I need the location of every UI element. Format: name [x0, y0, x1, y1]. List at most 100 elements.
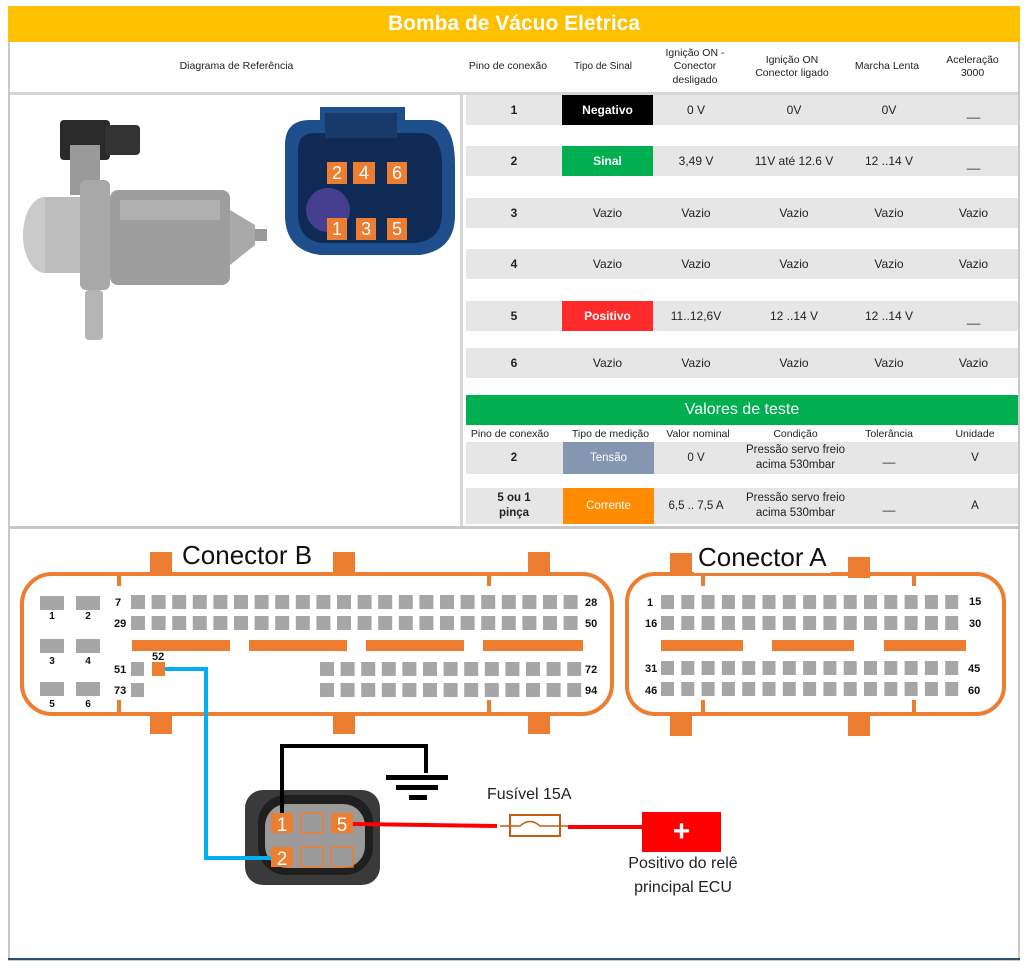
test-cell-pin: 2: [510, 451, 518, 464]
tv-header-pin: Pino de conexão: [470, 427, 550, 440]
connector-b-housing: [20, 572, 614, 716]
connector-b-pin: [464, 662, 479, 676]
connector-a-pin: [803, 616, 817, 630]
connector-a-pin: [924, 661, 938, 675]
test-cell-tolerance: __: [882, 451, 896, 464]
connector-a-tab: [848, 557, 870, 578]
connector-b-pin-52-highlight: [152, 662, 165, 676]
pinout-cell-accel: __: [966, 156, 981, 170]
connector-a-pin: [823, 616, 837, 630]
connector-a-pin: [823, 661, 837, 675]
connector-b-pin: [398, 616, 413, 630]
signal-wire: [165, 667, 272, 860]
connector-b-pin: [484, 683, 499, 697]
connector-b-pin-number: 2: [85, 611, 91, 622]
pinout-cell-pin: 1: [510, 103, 518, 117]
connector-a-pin: [721, 616, 735, 630]
bottom-border: [8, 958, 1020, 960]
connector-b-pin: [213, 616, 228, 630]
connector-a-pin: [945, 616, 959, 630]
pinout-cell-idle: 12 ..14 V: [864, 309, 914, 323]
connector-b-pin: [40, 639, 64, 653]
connector-b-pin: [402, 683, 417, 697]
connector-b-pin: [275, 616, 290, 630]
connector-b-pin-number: 5: [49, 699, 55, 710]
pump-pin-2: [271, 847, 293, 867]
connector-a-row-label: 31: [645, 663, 657, 675]
tv-header-nominal: Valor nominal: [666, 427, 730, 440]
connector-b-pin: [546, 662, 561, 676]
pinout-cell-ign-on: Vazio: [779, 356, 809, 370]
connector-a-pin: [742, 616, 756, 630]
connector-b-tab: [333, 714, 355, 734]
connector-a-pin: [721, 682, 735, 696]
connector-pin-label: 1: [327, 218, 347, 240]
connector-a-tab: [670, 553, 692, 574]
connector-a-pin: [924, 595, 938, 609]
pinout-cell-idle: 0V: [881, 103, 897, 117]
connector-a-pin: [803, 595, 817, 609]
connector-b-pin: [361, 683, 376, 697]
connector-b-pin: [484, 662, 499, 676]
connector-b-pin: [443, 662, 458, 676]
connector-a-pin: [782, 595, 796, 609]
pinout-cell-idle: 12 ..14 V: [864, 154, 914, 168]
connector-a-row-label: 45: [968, 663, 980, 675]
pump-pin-empty: [300, 846, 324, 868]
connector-b-tab: [150, 552, 172, 574]
section-divider: [8, 526, 1020, 529]
connector-a-pin: [782, 661, 796, 675]
connector-b-divider-bar: [366, 640, 464, 651]
connector-b-pin: [337, 595, 351, 609]
connector-a-pin: [864, 595, 877, 609]
pinout-cell-pin: 6: [510, 356, 518, 370]
connector-b-label: Conector B: [178, 540, 317, 571]
connector-a-pin: [843, 682, 857, 696]
connector-b-pin: [481, 616, 496, 630]
connector-b-pin: [501, 616, 516, 630]
connector-b-pin: [543, 595, 557, 609]
connector-b-pin: [440, 595, 454, 609]
connector-b-pin: [526, 662, 540, 676]
connector-a-pin: [721, 595, 735, 609]
pinout-cell-ign-off: 3,49 V: [678, 154, 714, 168]
connector-b-row-label: 51: [114, 664, 126, 676]
connector-b-pin: [151, 595, 166, 609]
connector-a-row-label: 16: [645, 618, 657, 630]
power-source-plus-icon: +: [642, 812, 721, 852]
connector-b-key: [487, 700, 491, 712]
connector-a-pin: [782, 682, 796, 696]
connector-a-pin: [904, 595, 918, 609]
connector-b-pin: [423, 683, 437, 697]
pinout-cell-accel: __: [966, 311, 981, 325]
connector-b-pin-number: 3: [49, 656, 55, 667]
connector-b-pin: [234, 595, 248, 609]
pinout-cell-pin: 3: [510, 206, 518, 220]
connector-a-pin: [681, 682, 695, 696]
connector-b-pin: [381, 683, 396, 697]
connector-b-pin: [460, 616, 475, 630]
connector-b-tab: [150, 714, 172, 734]
connector-a-pin: [945, 661, 959, 675]
connector-a-key: [701, 576, 705, 586]
connector-b-pin: [501, 595, 516, 609]
connector-b-pin: [357, 595, 372, 609]
ground-wire: [280, 744, 428, 822]
connector-a-pin: [864, 616, 877, 630]
test-values-header: Pino de conexão Tipo de medição Valor no…: [466, 426, 1018, 441]
connector-a-row-label: 15: [969, 596, 981, 608]
pinout-cell-accel: Vazio: [958, 206, 989, 220]
pump-pin-empty: [330, 846, 354, 868]
connector-b-pin: [131, 595, 145, 609]
connector-a-pin: [742, 661, 756, 675]
connector-b-pin: [464, 683, 479, 697]
pinout-cell-type: Vazio: [592, 257, 623, 271]
connector-b-pin: [76, 639, 100, 653]
connector-a-pin: [904, 682, 918, 696]
header-signal-type: Tipo de Sinal: [574, 60, 632, 72]
connector-b-pin: [419, 595, 434, 609]
ground-icon-line: [396, 785, 438, 790]
